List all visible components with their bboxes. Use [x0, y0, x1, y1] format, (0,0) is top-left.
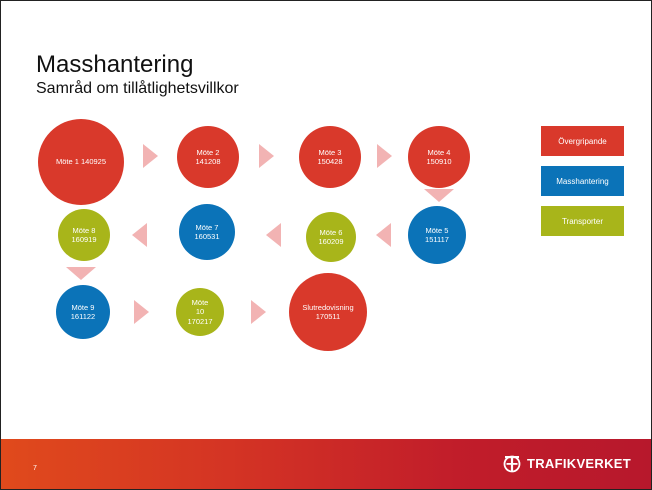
flow-arrow-right	[143, 144, 158, 168]
meeting-node-8: Möte 8 160919	[58, 209, 110, 261]
legend-overgripande: Övergripande	[541, 126, 624, 156]
logo-text: TRAFIKVERKET	[527, 455, 631, 471]
flow-arrow-right	[377, 144, 392, 168]
meeting-node-4: Möte 4 150910	[408, 126, 470, 188]
meeting-node-3: Möte 3 150428	[299, 126, 361, 188]
trafikverket-logo: TRAFIKVERKET	[502, 451, 631, 475]
flow-arrow-left	[266, 223, 281, 247]
meeting-node-7: Möte 7 160531	[179, 204, 235, 260]
final-report-node: Slutredovisning 170511	[289, 273, 367, 351]
page-number: 7	[33, 465, 37, 472]
flow-arrow-left	[376, 223, 391, 247]
meeting-node-10: Möte 10 170217	[176, 288, 224, 336]
flow-arrow-down	[66, 267, 96, 280]
slide-title: Masshantering	[36, 51, 194, 78]
footer-bar: 7 TRAFIKVERKET	[1, 439, 651, 489]
flow-arrow-down	[424, 189, 454, 202]
meeting-node-2: Möte 2 141208	[177, 126, 239, 188]
flow-arrow-right	[251, 300, 266, 324]
slide-subtitle: Samråd om tillåtlighetsvillkor	[36, 80, 239, 97]
flow-arrow-left	[132, 223, 147, 247]
legend-transporter: Transporter	[541, 206, 624, 236]
meeting-node-1: Möte 1 140925	[38, 119, 124, 205]
flow-arrow-right	[259, 144, 274, 168]
flow-arrow-right	[134, 300, 149, 324]
meeting-node-9: Möte 9 161122	[56, 285, 110, 339]
legend-masshantering: Masshantering	[541, 166, 624, 196]
trafikverket-logo-icon	[503, 455, 521, 473]
meeting-node-5: Möte 5 151117	[408, 206, 466, 264]
meeting-node-6: Möte 6 160209	[306, 212, 356, 262]
